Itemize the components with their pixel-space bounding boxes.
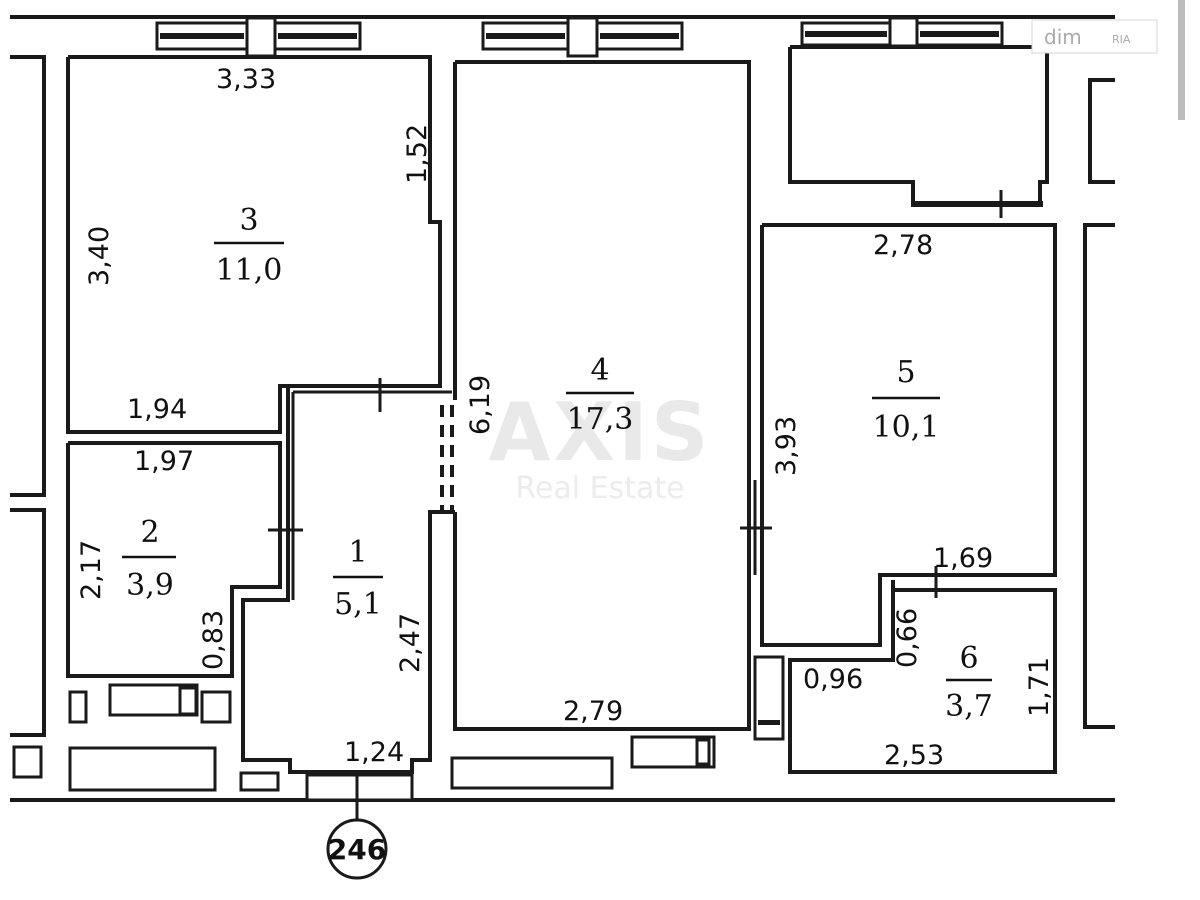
marker-label: 246	[328, 833, 386, 866]
dim-room2-top: 1,97	[134, 446, 194, 477]
dim-room2-right: 0,83	[198, 610, 229, 670]
dim-room6-right: 1,71	[1024, 657, 1055, 717]
dim-room6-bottom: 2,53	[884, 740, 944, 771]
dim-room5-bottom: 1,69	[933, 543, 993, 574]
dim-room3-bottom: 1,94	[127, 394, 187, 425]
corner-logo: dim RIA	[1031, 19, 1158, 54]
dim-room5-left: 3,93	[771, 416, 802, 476]
dim-room6-notch-vertical: 0,66	[892, 608, 923, 668]
room-area: 3,9	[126, 568, 174, 603]
room-number: 3	[239, 203, 258, 238]
room-number: 1	[348, 535, 367, 570]
room-number: 6	[959, 641, 978, 676]
room-label-5: 5 10,1	[872, 355, 940, 445]
dim-room3-top: 3,33	[216, 64, 276, 95]
dim-room6-notch-horizontal: 0,96	[803, 664, 863, 695]
watermark-subtitle: Real Estate	[515, 471, 684, 506]
door-marks	[268, 190, 1003, 598]
dim-room4-bottom: 2,79	[563, 696, 623, 727]
watermark-brand: AXIS	[489, 386, 712, 479]
room-area: 3,7	[945, 689, 993, 724]
dim-room3-left: 3,40	[84, 226, 115, 286]
dim-room3-right: 1,52	[402, 124, 433, 184]
room-area: 5,1	[334, 587, 382, 622]
room-label-1: 1 5,1	[333, 535, 383, 622]
room-area: 10,1	[873, 410, 940, 445]
room-label-4: 4 17,3	[566, 353, 634, 437]
dim-room2-left: 2,17	[76, 540, 107, 600]
corner-logo-text: dim	[1044, 25, 1082, 49]
room-label-3: 3 11,0	[214, 203, 284, 288]
dim-room5-top: 2,78	[873, 230, 933, 261]
room-number: 5	[896, 355, 915, 390]
fixtures	[12, 655, 785, 802]
corner-logo-subtext: RIA	[1112, 33, 1131, 46]
exterior-walls	[10, 15, 1115, 802]
room-area: 11,0	[216, 253, 283, 288]
room-label-6: 6 3,7	[945, 641, 993, 724]
dim-room4-left: 6,19	[465, 375, 496, 435]
room-area: 17,3	[567, 402, 634, 437]
room-number: 2	[140, 515, 159, 550]
room-number: 4	[590, 353, 609, 388]
dim-room1-right: 2,47	[395, 613, 426, 673]
room-label-2: 2 3,9	[122, 515, 176, 603]
dim-room1-bottom: 1,24	[344, 737, 404, 768]
windows	[155, 16, 1004, 58]
apartment-marker: 246	[326, 772, 388, 880]
room-walls	[66, 45, 1057, 774]
scroll-indicator	[1178, 0, 1185, 120]
